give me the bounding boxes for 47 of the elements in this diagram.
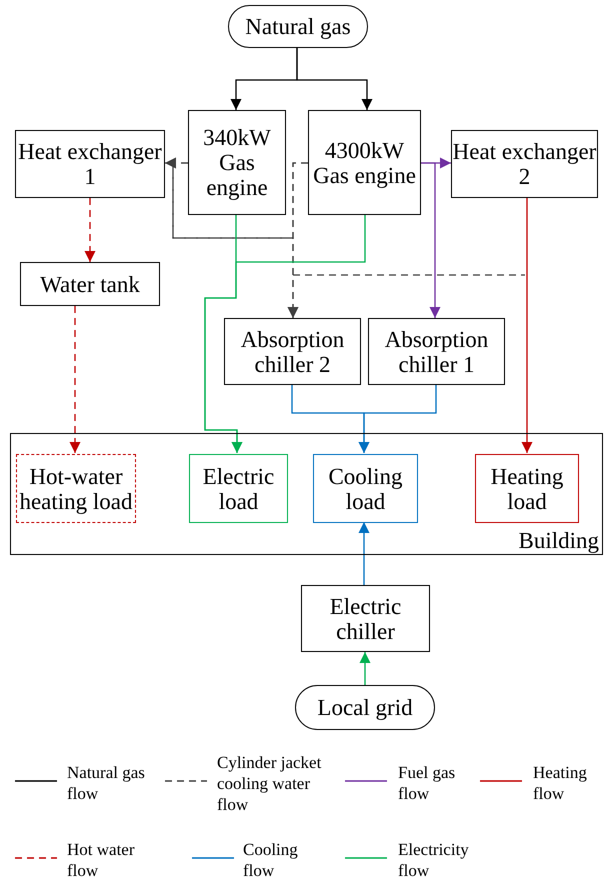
node-label: Local grid bbox=[317, 695, 413, 720]
load-box bbox=[16, 454, 136, 523]
node-label: Cooling load bbox=[327, 464, 404, 514]
node-label: Electric load bbox=[202, 464, 276, 514]
flow-arrow bbox=[358, 385, 437, 453]
node-label: Water tank bbox=[40, 272, 140, 296]
flow-arrow bbox=[288, 162, 308, 318]
terminal-node bbox=[228, 5, 368, 48]
node-label: Heating load bbox=[490, 464, 564, 514]
flow-arrow bbox=[360, 652, 370, 685]
load-box bbox=[475, 454, 579, 523]
chiller-box bbox=[301, 585, 430, 652]
flow-arrow bbox=[204, 215, 366, 453]
node-label: Heat exchanger 2 bbox=[452, 139, 597, 189]
legend-label: Cooling flow bbox=[243, 839, 299, 881]
flow-arrow bbox=[296, 48, 372, 110]
exchanger-box bbox=[451, 130, 598, 198]
legend-label: Heating flow bbox=[533, 762, 588, 804]
node-label: Natural gas bbox=[245, 14, 351, 39]
exchanger-box bbox=[15, 130, 165, 198]
node-label: Absorption chiller 2 bbox=[240, 326, 346, 376]
engine-box bbox=[308, 110, 421, 215]
flow-arrow bbox=[421, 162, 440, 318]
node-label: Absorption chiller 1 bbox=[384, 326, 490, 376]
flow-arrow bbox=[70, 306, 80, 453]
building-boundary bbox=[10, 433, 603, 555]
chiller-box bbox=[224, 318, 361, 385]
legend-label: Electricity flow bbox=[398, 839, 470, 881]
load-box bbox=[189, 454, 288, 523]
terminal-node bbox=[295, 685, 435, 730]
flow-arrow bbox=[522, 198, 532, 453]
flow-arrow bbox=[84, 198, 96, 262]
legend-label: Hot water flow bbox=[67, 839, 136, 881]
node-label: Electric chiller bbox=[328, 594, 402, 644]
engine-box bbox=[188, 110, 286, 215]
flow-arrow bbox=[358, 522, 370, 585]
chiller-box bbox=[368, 318, 505, 385]
group-label: Building bbox=[518, 528, 599, 553]
tank-box bbox=[20, 262, 160, 306]
node-label: 4300kW Gas engine bbox=[312, 138, 417, 188]
node-label: Hot-water heating load bbox=[18, 464, 134, 514]
node-label: 340kW Gas engine bbox=[202, 125, 272, 200]
legend-label: Cylinder jacket cooling water flow bbox=[217, 752, 322, 814]
legend-label: Fuel gas flow bbox=[398, 762, 456, 804]
node-label: Heat exchanger 1 bbox=[17, 139, 163, 189]
legend-label: Natural gas flow bbox=[67, 762, 146, 804]
load-box bbox=[313, 454, 418, 523]
